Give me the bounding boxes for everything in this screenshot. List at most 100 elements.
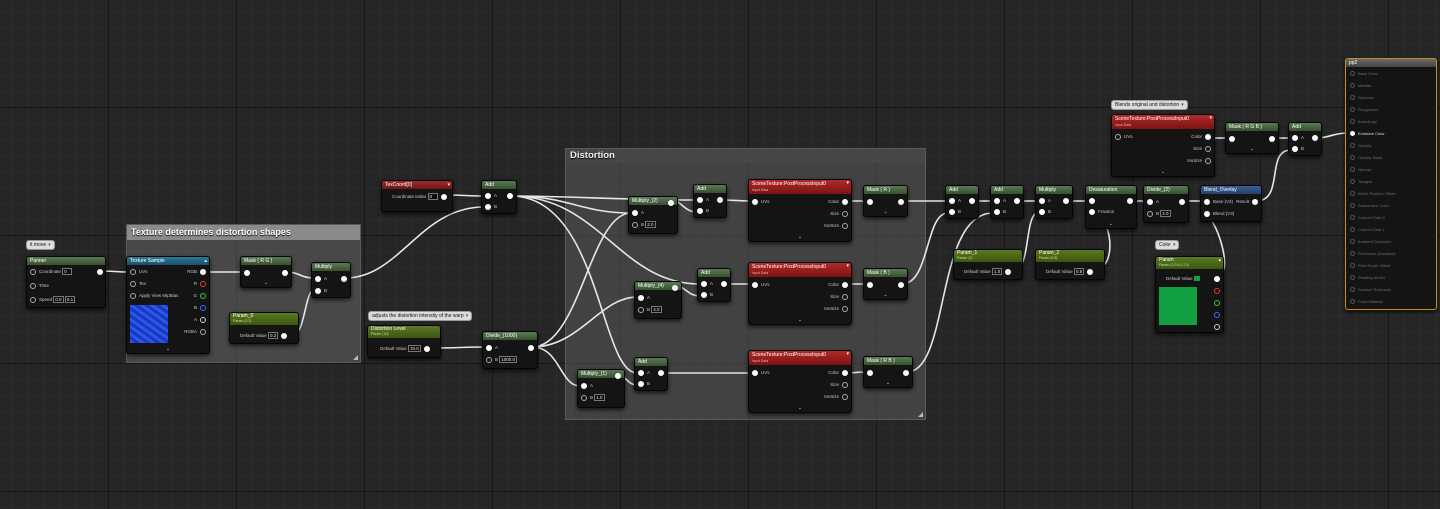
input-pin-icon[interactable] [1147,198,1153,205]
output-pin-icon[interactable] [97,268,103,275]
output-pin-row[interactable]: B [194,304,206,312]
output-pin-row[interactable] [94,268,103,276]
input-pin-icon[interactable] [244,269,250,276]
chevron-down-icon[interactable]: ▾ [447,182,450,188]
input-pin-icon[interactable] [30,268,36,275]
output-pin-icon[interactable] [842,210,848,217]
chevron-down-icon[interactable]: ⌄ [883,209,888,215]
output-pin-icon[interactable] [528,344,534,351]
result-pin-row[interactable]: Subsurface Color [1350,202,1389,210]
input-pin-icon[interactable] [1350,83,1355,89]
output-pin-icon[interactable] [1269,135,1275,142]
multiply-node[interactable]: Multiply A B [311,262,351,298]
output-pin-icon[interactable] [842,369,848,376]
input-pin-icon[interactable] [1350,119,1355,125]
output-pin-icon[interactable] [281,332,288,339]
output-pin-icon[interactable] [440,193,447,200]
output-pin-row[interactable]: R [194,280,206,288]
mask-rgb-node[interactable]: Mask ( R G B ) ⌄ [1225,122,1279,154]
input-pin-icon[interactable] [1115,133,1121,140]
output-pin-icon[interactable] [842,281,848,288]
output-pin-icon[interactable] [282,269,288,276]
input-pin-icon[interactable] [1350,191,1355,197]
value-field[interactable]: 0.2 [267,332,279,340]
input-pin-icon[interactable] [701,280,707,287]
result-pin-row[interactable]: Ambient Occlusion [1350,238,1391,246]
multiply-2-node[interactable]: Multiply_(2) A B 2.0 [628,196,678,234]
result-pin-row[interactable]: Refraction (Disabled) [1350,250,1396,258]
input-pin-icon[interactable] [994,208,1000,215]
chevron-down-icon[interactable]: ▾ [846,180,849,186]
output-pin-icon[interactable] [1214,275,1220,282]
output-pin-icon[interactable] [1179,198,1185,205]
input-pin-icon[interactable] [485,192,491,199]
pin-row[interactable]: Time [30,282,49,290]
chevron-up-icon[interactable]: ▴ [1218,257,1221,263]
resize-grip-icon[interactable] [353,355,358,360]
multiply-4-node[interactable]: Multiply_(4) A B 4.0 [634,281,682,319]
comment-bubble-blends[interactable]: Blends original and distortion▾ [1111,100,1188,110]
input-pin-icon[interactable] [1089,208,1095,215]
result-pin-row[interactable]: Metallic [1350,82,1372,90]
input-pin-icon[interactable] [1039,208,1045,215]
multiply-1-node[interactable]: Multiply_(1) A B 1.0 [577,369,625,408]
input-pin-icon[interactable] [638,380,644,387]
add-node[interactable]: Add A B [697,268,731,302]
chevron-down-icon[interactable]: ⌄ [797,317,803,323]
input-pin-icon[interactable] [1350,155,1355,161]
mask-b-node[interactable]: Mask ( B ) ⌄ [863,268,908,300]
output-pin-icon[interactable] [341,275,347,282]
output-pin-row[interactable]: RGBA [184,328,206,336]
chevron-down-icon[interactable]: ⌄ [883,292,888,298]
input-pin-icon[interactable] [581,394,587,401]
output-pin-icon[interactable] [842,305,848,312]
output-pin-icon[interactable] [658,369,664,376]
input-pin-icon[interactable] [1089,197,1095,204]
input-pin-icon[interactable] [1350,299,1355,305]
output-pin-icon[interactable] [1014,197,1020,204]
chevron-up-icon[interactable]: ▴ [204,258,207,264]
input-pin-icon[interactable] [632,221,638,228]
add-node[interactable]: Add A B [1288,122,1322,156]
input-pin-icon[interactable] [638,369,644,376]
result-pin-row[interactable]: World Position Offset [1350,190,1395,198]
chevron-down-icon[interactable]: ⌄ [1108,221,1114,227]
output-pin-icon[interactable] [898,281,904,288]
value-field[interactable]: 1.0 [991,268,1003,276]
input-pin-icon[interactable] [315,275,321,282]
input-pin-icon[interactable] [315,287,321,294]
input-pin-icon[interactable] [1350,239,1355,245]
input-pin-icon[interactable] [1350,143,1355,149]
value-field[interactable]: 1.0 [594,394,605,402]
blend-overlay-node[interactable]: Blend_Overlay Base (V3) Blend (V3) Resul… [1200,185,1262,222]
input-pin-icon[interactable] [30,296,36,303]
divide-2-node[interactable]: Divide_(2) A B 2.0 [1143,185,1189,223]
value-field[interactable]: 2.0 [645,221,656,229]
input-pin-icon[interactable] [1350,95,1355,101]
input-pin-icon[interactable] [1350,275,1355,281]
input-pin-icon[interactable] [701,291,707,298]
output-pin-icon[interactable] [200,304,206,311]
input-pin-icon[interactable] [1350,179,1355,185]
value-field[interactable]: 1000.0 [499,356,518,364]
texture-sample-node[interactable]: Texture Sample▴ UVs Tex Apply View MipBi… [126,256,210,354]
chevron-down-icon[interactable]: ⌄ [885,380,891,386]
output-pin-icon[interactable] [200,316,206,323]
input-pin-icon[interactable] [30,282,36,289]
result-pin-row[interactable]: Front Material [1350,298,1383,306]
output-pin-icon[interactable] [1214,323,1220,330]
result-pin-row[interactable]: Specular [1350,94,1374,102]
result-pin-row[interactable]: Surface Thickness [1350,286,1391,294]
panner-node[interactable]: Panner Coordinate 0 Time Speed 0.0 0.1 [26,256,106,308]
divide-1000-node[interactable]: Divide_(1000) A B 1000.0 [482,331,538,369]
result-pin-row[interactable]: Custom Data 1 [1350,226,1385,234]
input-pin-icon[interactable] [1350,71,1355,77]
chevron-down-icon[interactable]: ▾ [846,351,849,357]
output-pin-icon[interactable] [200,292,206,299]
output-pin-icon[interactable] [969,197,975,204]
